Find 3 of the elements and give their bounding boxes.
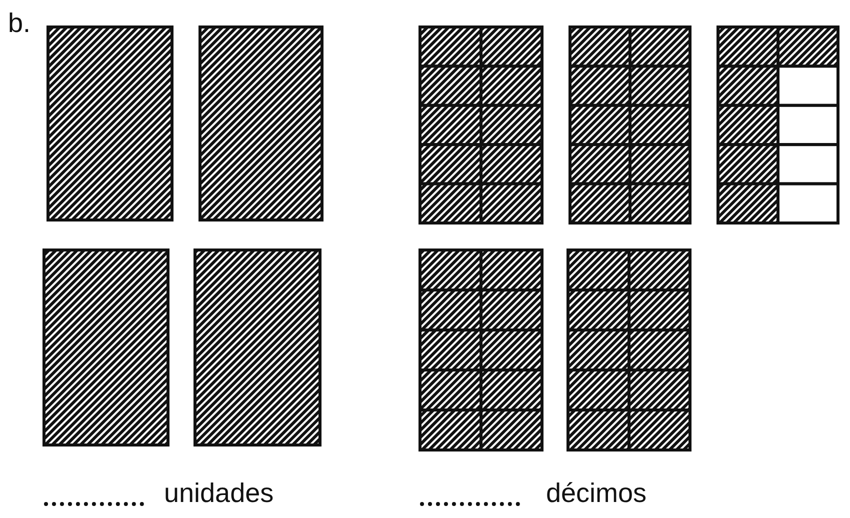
unit-label: unidades [164,480,274,507]
unit-label: décimos [546,480,647,507]
item-letter: b. [8,10,31,37]
